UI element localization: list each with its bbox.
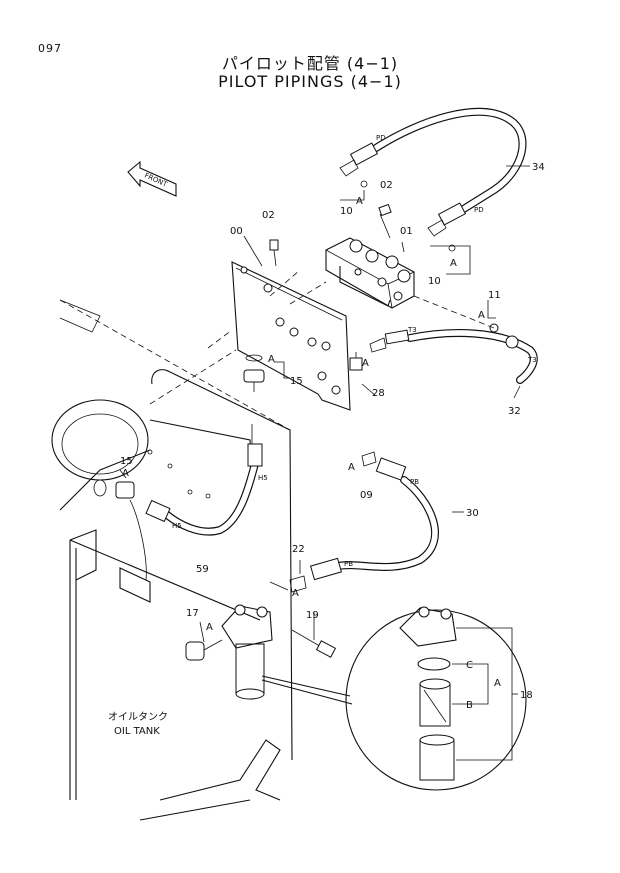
letter-a-1: A: [356, 196, 363, 207]
callout-01: 01: [400, 226, 413, 237]
port-h5-2: H5: [172, 522, 182, 530]
callout-32: 32: [508, 406, 521, 417]
hose-59: [145, 424, 263, 536]
callout-30: 30: [466, 508, 479, 519]
callout-00: 00: [230, 226, 243, 237]
letter-a-3: A: [478, 310, 485, 321]
port-t3-2: T3: [527, 356, 537, 364]
letter-a-9: A: [292, 588, 299, 599]
callout-34: 34: [532, 162, 545, 173]
title-english: PILOT PIPINGS (4−1): [218, 72, 402, 91]
fitting-15-upper: [243, 354, 265, 392]
hose-34: [339, 107, 527, 252]
callout-59: 59: [196, 564, 209, 575]
callout-10-lower: 10: [428, 276, 441, 287]
callout-11: 11: [488, 290, 501, 301]
letter-a-5: A: [362, 358, 369, 369]
letter-a-10: A: [494, 678, 501, 689]
port-pb-1: PB: [410, 478, 419, 486]
oil-tank-label-jp: オイルタンク: [108, 711, 168, 723]
callout-17: 17: [186, 608, 199, 619]
port-t3-1: T3: [407, 326, 417, 334]
fitting-28: [349, 352, 363, 371]
letter-b: B: [466, 700, 473, 711]
front-arrow-icon: FRONT: [127, 160, 177, 197]
hose-30: [269, 451, 439, 593]
filter-assembly: [185, 604, 337, 700]
callout-10-upper: 10: [340, 206, 353, 217]
valve-block: [269, 237, 415, 309]
callout-28: 28: [372, 388, 385, 399]
oil-tank-label-en: OIL TANK: [114, 726, 160, 737]
mounting-plate: [149, 261, 351, 411]
callout-02-left: 02: [262, 210, 275, 221]
letter-c: C: [466, 660, 473, 671]
bolt-02-upper: [378, 203, 392, 239]
port-pb-2: PB: [344, 560, 353, 568]
callout-18: 18: [520, 690, 533, 701]
fitting-15-lower: [93, 479, 135, 499]
port-pd-2: PD: [474, 206, 484, 214]
title-japanese: パイロット配管 (4−1): [221, 54, 399, 73]
filter-detail-circle: [261, 606, 527, 791]
letter-a-7: A: [122, 468, 129, 479]
letter-a-6: A: [348, 462, 355, 473]
hose-32: [369, 295, 538, 384]
letter-a-8: A: [206, 622, 213, 633]
page-number: 097: [38, 42, 62, 55]
bolt-02-left: [269, 239, 279, 267]
callout-15-upper: 15: [290, 376, 303, 387]
port-pd-1: PD: [376, 134, 386, 142]
callout-09: 09: [360, 490, 373, 501]
callout-22: 22: [292, 544, 305, 555]
front-label: FRONT: [143, 172, 169, 189]
callout-15-lower: 15: [120, 456, 133, 467]
letter-a-4: A: [268, 354, 275, 365]
letter-a-2: A: [450, 258, 457, 269]
leader-lines: [119, 165, 530, 695]
port-h5-1: H5: [258, 474, 268, 482]
callout-19: 19: [306, 610, 319, 621]
callout-02-upper: 02: [380, 180, 393, 191]
